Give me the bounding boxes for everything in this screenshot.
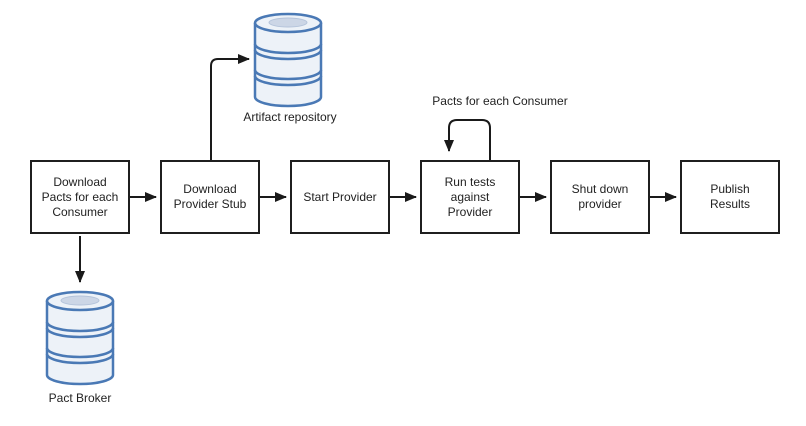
node-label: Shut down provider — [571, 182, 629, 211]
node-label: Run tests against Provider — [444, 174, 496, 219]
database-icon — [45, 290, 115, 386]
node-download-pacts-for-each-consumer: Download Pacts for each Consumer — [30, 160, 130, 234]
node-label: Download Provider Stub — [173, 182, 247, 211]
artifact-repository-label: Artifact repository — [243, 110, 337, 124]
artifact-repository-cylinder — [253, 12, 323, 113]
node-label: Download Pacts for each Consumer — [41, 174, 119, 219]
connector-run-tests-self-loop — [444, 119, 491, 160]
node-label: Start Provider — [303, 189, 377, 204]
node-start-provider: Start Provider — [290, 160, 390, 234]
node-shut-down-provider: Shut down provider — [550, 160, 650, 234]
pact-broker-label: Pact Broker — [48, 391, 112, 405]
node-download-provider-stub: Download Provider Stub — [160, 160, 260, 234]
connector-provider-stub-to-artifact-repository — [210, 54, 250, 160]
self-loop-label: Pacts for each Consumer — [432, 94, 568, 108]
database-icon — [253, 12, 323, 108]
node-label: Publish Results — [709, 182, 750, 211]
node-publish-results: Publish Results — [680, 160, 780, 234]
pact-broker-cylinder — [45, 290, 115, 391]
node-run-tests-against-provider: Run tests against Provider — [420, 160, 520, 234]
